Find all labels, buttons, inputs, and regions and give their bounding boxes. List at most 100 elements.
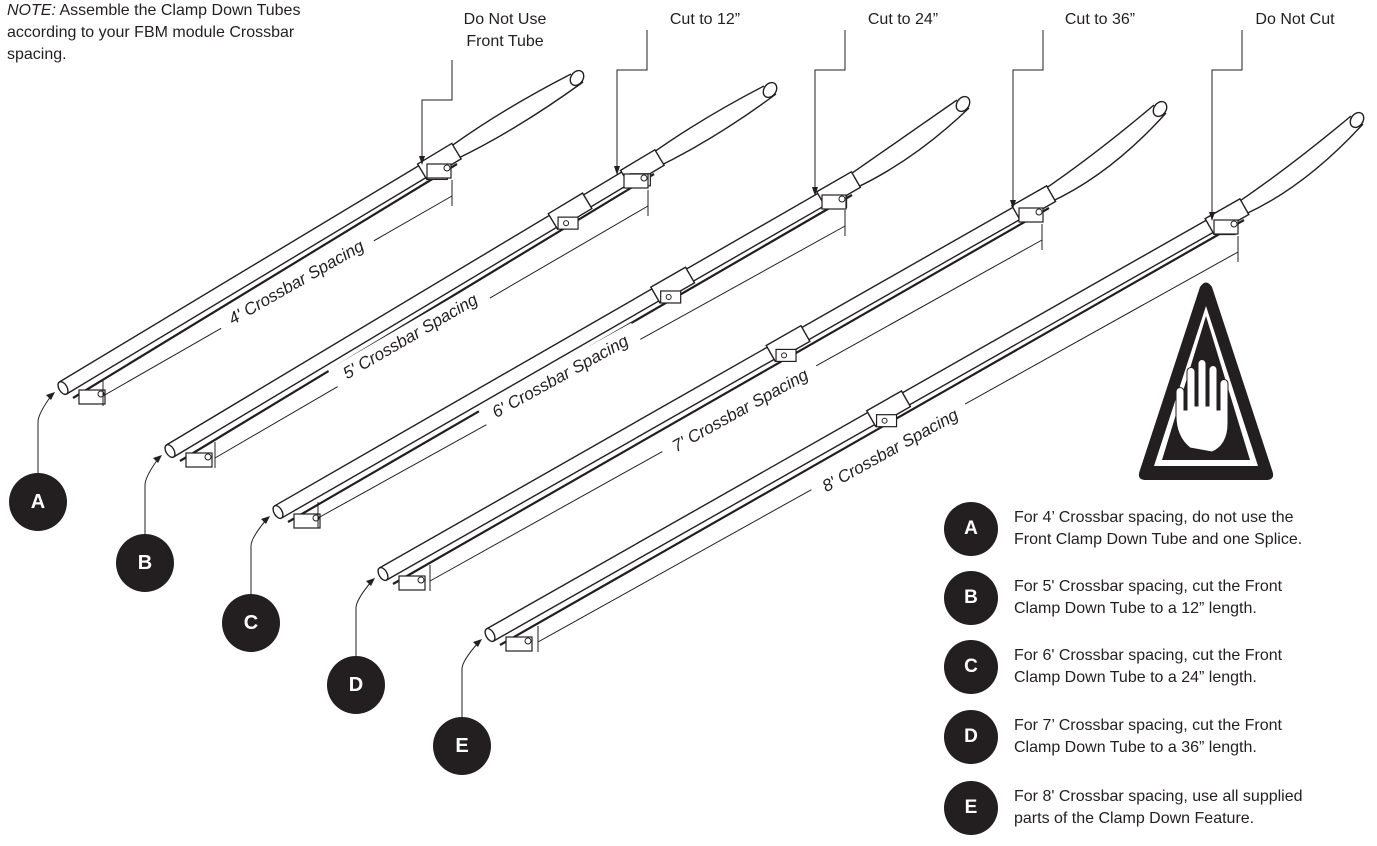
leader-arrowhead: [419, 156, 425, 165]
legend-line: Clamp Down Tube to a 36” length.: [1014, 739, 1257, 756]
bolt: [443, 164, 451, 172]
note-text: Assemble the Clamp Down Tubes according …: [7, 2, 301, 63]
bolt: [563, 220, 570, 227]
bolt: [204, 453, 212, 461]
legend-line: Clamp Down Tube to a 12” length.: [1014, 600, 1257, 617]
badge-c: C: [222, 594, 280, 652]
legend-badge-d: D: [944, 710, 998, 764]
curved-tube-edge: [647, 85, 765, 157]
curved-tube-cap: [955, 95, 971, 113]
legend-badge-e: E: [944, 781, 998, 835]
legend-text-e: For 8' Crossbar spacing, use all supplie…: [1014, 786, 1376, 830]
tube-edge: [379, 189, 1044, 569]
legend-text-c: For 6' Crossbar spacing, cut the Front C…: [1014, 645, 1376, 689]
leader-arrowhead: [1010, 200, 1016, 209]
top-label-line: Cut to 12”: [669, 11, 741, 28]
clamp-rail: [499, 219, 1245, 646]
tube-end-cap: [484, 627, 496, 643]
dimension-label-backing: [657, 356, 822, 462]
tube-assembly: 6' Crossbar Spacing: [250, 30, 971, 594]
top-label-line: Do Not Use: [463, 11, 547, 28]
badge-d: D: [327, 656, 385, 714]
legend-line: For 8' Crossbar spacing, use all supplie…: [1014, 788, 1303, 805]
badge-a: A: [9, 473, 67, 531]
legend-line: parts of the Clamp Down Feature.: [1014, 810, 1255, 827]
stop-hand-icon: [1138, 282, 1274, 480]
tube-end-cap: [377, 566, 389, 582]
dimension-label: 6' Crossbar Spacing: [489, 331, 632, 422]
tube-edge: [486, 201, 1239, 630]
note-prefix: NOTE:: [7, 2, 56, 19]
dimension-label-backing: [213, 227, 378, 335]
legend-badge-c: C: [944, 640, 998, 694]
curved-tube-edge: [458, 81, 584, 159]
tube-end-cap: [164, 443, 176, 459]
curved-tube-edge: [1245, 123, 1364, 215]
tube-edge: [66, 157, 459, 395]
legend-line: For 7’ Crossbar spacing, cut the Front: [1014, 717, 1282, 734]
top-label-do-not-cut: Do Not Cut: [1240, 9, 1350, 31]
legend-text-d: For 7’ Crossbar spacing, cut the Front C…: [1014, 715, 1376, 759]
curved-tube-cap: [1152, 100, 1168, 118]
legend-text-b: For 5' Crossbar spacing, cut the Front C…: [1014, 576, 1376, 620]
curved-tube-edge: [1050, 112, 1167, 203]
tube-end-cap: [57, 380, 69, 396]
curved-tube-cap: [762, 81, 778, 99]
tube-edge: [274, 176, 847, 507]
badge-leader-arrowhead: [473, 639, 482, 647]
badge-e: E: [433, 717, 491, 775]
tube-edge: [59, 145, 452, 383]
badge-leader: [250, 519, 267, 594]
clamp-rail: [392, 207, 1050, 585]
leader-arrowhead: [614, 166, 620, 175]
tube-assembly: 7' Crossbar Spacing: [355, 30, 1168, 656]
tube-edge: [493, 213, 1246, 642]
curved-tube-edge: [450, 73, 572, 147]
bolt: [838, 195, 846, 203]
leader-arrowhead: [1209, 212, 1215, 221]
dimension-label: 5' Crossbar Spacing: [340, 290, 482, 383]
tube-edge: [281, 188, 854, 519]
curved-tube-cap: [569, 69, 585, 87]
leader-line: [1211, 30, 1243, 220]
badge-leader: [461, 642, 479, 717]
legend-text-a: For 4’ Crossbar spacing, do not use the …: [1014, 507, 1376, 551]
clamp-rail: [72, 163, 458, 399]
curved-tube-edge: [846, 99, 958, 178]
curved-tube-edge: [655, 93, 777, 169]
legend-line: Front Clamp Down Tube and one Splice.: [1014, 531, 1303, 548]
top-label-cut-12: Cut to 12”: [650, 9, 760, 31]
tube-end-cap: [272, 504, 284, 520]
legend-line: For 4’ Crossbar spacing, do not use the: [1014, 509, 1294, 526]
leader-line: [814, 30, 846, 195]
curved-tube-edge: [1238, 115, 1352, 203]
assembly-note: NOTE: Assemble the Clamp Down Tubes acco…: [7, 0, 337, 66]
top-label-line: Cut to 36”: [1064, 11, 1136, 28]
dimension-label-backing: [477, 322, 642, 428]
legend-badge-b: B: [944, 571, 998, 625]
legend-line: For 6' Crossbar spacing, cut the Front: [1014, 647, 1283, 664]
top-label-do-not-use: Do Not Use Front Tube: [450, 9, 560, 53]
dimension-label-backing: [807, 396, 972, 502]
curved-tube-cap: [1349, 111, 1365, 129]
badge-leader-arrowhead: [153, 455, 162, 463]
dimension-label-backing: [327, 281, 492, 389]
leader-line: [421, 60, 453, 164]
bolt: [1230, 220, 1238, 228]
bolt: [781, 352, 788, 359]
bolt: [640, 174, 648, 182]
bolt: [665, 293, 672, 300]
badge-leader: [37, 395, 52, 473]
bolt: [1035, 208, 1043, 216]
curved-tube-edge: [853, 107, 970, 190]
dimension-label: 4' Crossbar Spacing: [225, 236, 367, 329]
badge-leader-arrowhead: [261, 516, 270, 524]
top-label-line: Do Not Cut: [1255, 11, 1335, 28]
badge-b: B: [116, 534, 174, 592]
leader-line: [616, 30, 648, 174]
badge-leader-arrowhead: [366, 578, 375, 586]
badge-leader: [355, 581, 372, 656]
badge-leader-arrowhead: [46, 392, 55, 400]
top-label-line: Front Tube: [466, 33, 544, 50]
